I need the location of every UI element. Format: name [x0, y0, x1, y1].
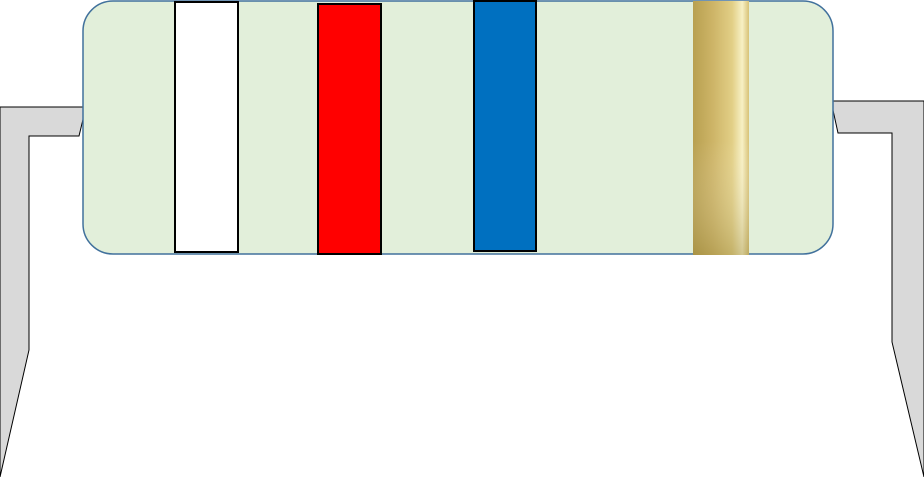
band-white [174, 1, 239, 253]
right-lead-wire [830, 100, 924, 477]
color-bands [174, 0, 749, 255]
band-blue [473, 0, 537, 252]
band-gold-shading [693, 1, 749, 255]
left-lead-wire [0, 106, 87, 477]
resistor-body [82, 0, 834, 255]
band-red [317, 3, 382, 255]
